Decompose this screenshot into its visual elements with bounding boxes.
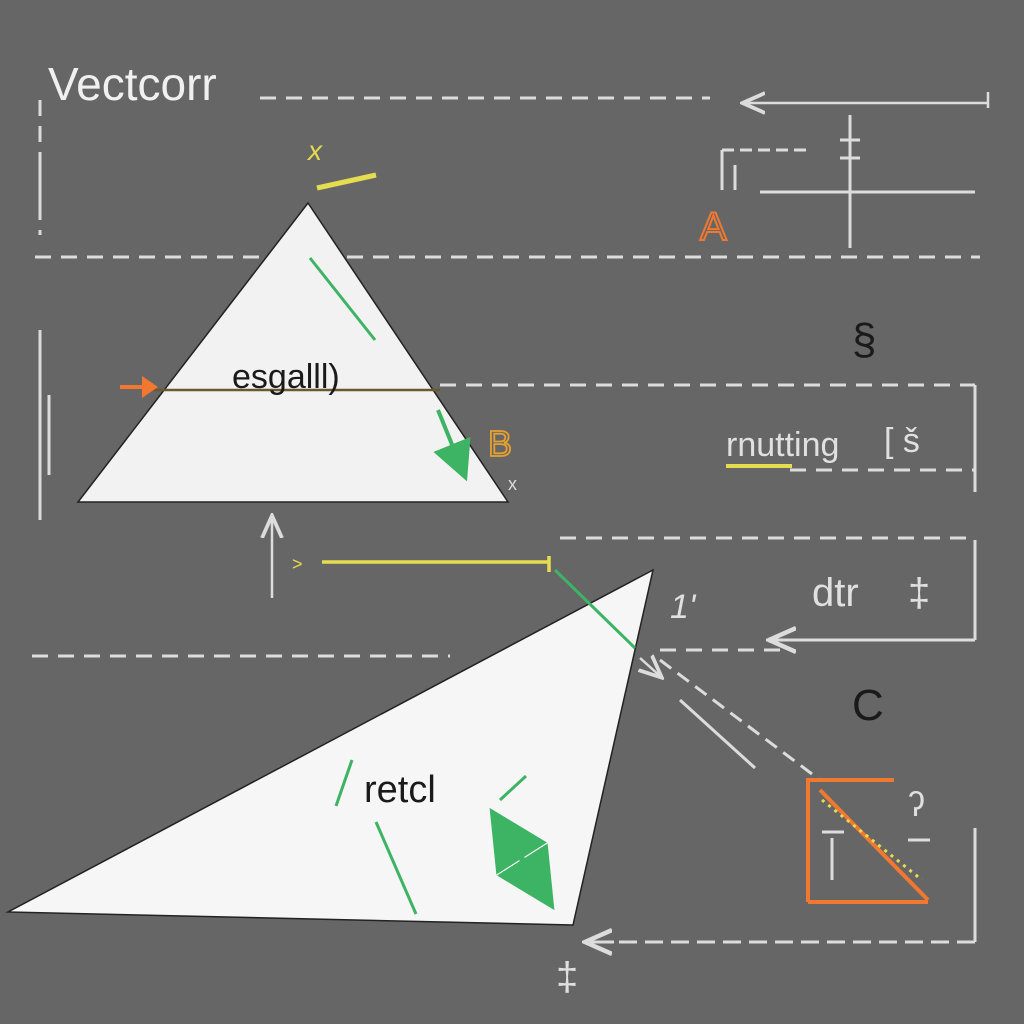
top-frame (35, 96, 980, 259)
section-mark: § (852, 315, 876, 364)
diagonal-guides (659, 658, 821, 782)
stack-mark-1: ‡ (908, 571, 930, 615)
green-diagonal (553, 568, 637, 650)
mid-mark: 1' (670, 588, 697, 626)
axis-cluster (720, 115, 975, 248)
point-b-label: B (488, 423, 512, 464)
orange-arrow-head (142, 376, 158, 398)
center-label: esgalll) (232, 358, 340, 396)
diagonal-arrow (640, 658, 660, 676)
left-vertical-ticks (38, 160, 51, 520)
upper-triangle (76, 201, 510, 503)
corner-mark: ʔ (908, 786, 925, 824)
lower-green-stroke (374, 821, 418, 915)
lower-triangle (5, 568, 655, 926)
right-label-1: rnutting (726, 426, 839, 464)
orange-box-ticks (822, 830, 844, 880)
bottom-bracket (610, 828, 977, 944)
right-bracket-1 (790, 385, 977, 492)
orange-box (806, 778, 930, 904)
mid-dashed-lines (32, 536, 975, 658)
point-c-label: C (852, 681, 884, 730)
cursor-mark: > (292, 554, 303, 574)
upper-triangle-green-stroke (308, 257, 377, 341)
bottom-mark: ‡ (556, 955, 578, 999)
lower-green-tick (334, 759, 354, 807)
right-bracket-2 (788, 540, 977, 642)
right-label-2: dtr (812, 571, 859, 615)
point-a-label: A (700, 205, 727, 249)
green-down-arrow (433, 409, 471, 482)
top-small-label: x (306, 135, 323, 166)
bracket-mark: [ š (884, 422, 920, 460)
lower-green-mini-arrow (498, 774, 528, 802)
small-x-label: x (508, 474, 517, 494)
orange-box-dotted (821, 798, 923, 882)
diagram-title: Vectcorr (48, 58, 217, 110)
yellow-underline-top (316, 172, 377, 191)
lower-label: retcl (364, 769, 436, 811)
double-green-arrow (489, 807, 555, 911)
